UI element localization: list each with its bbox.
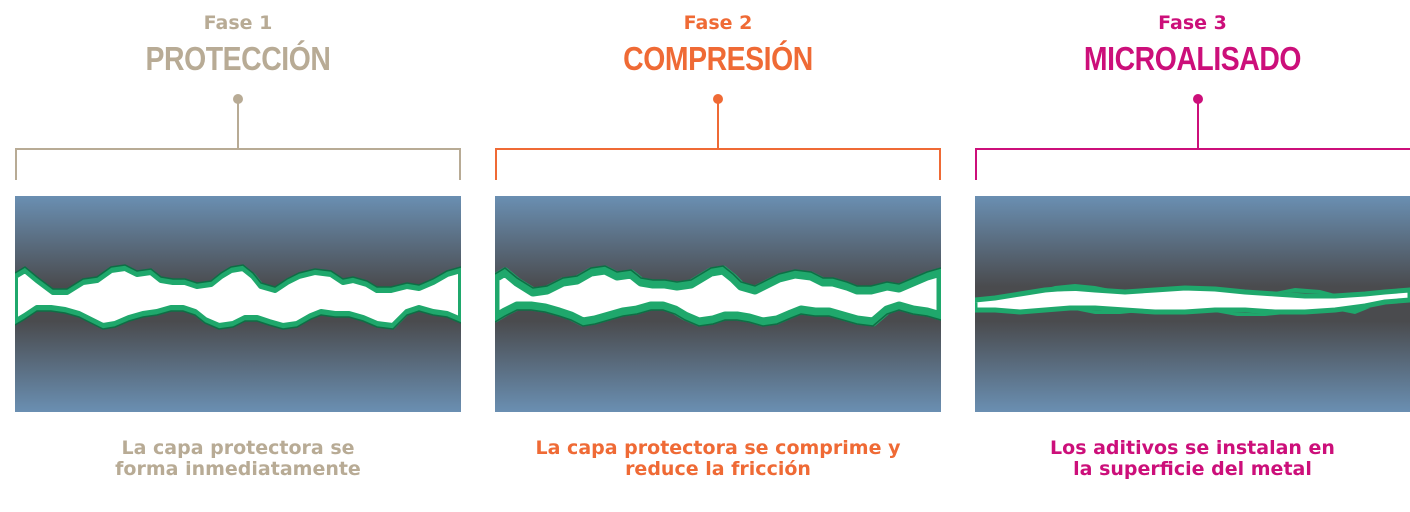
phase-3-caption-line-2: la superficie del metal xyxy=(1073,458,1312,480)
phase-2-gap xyxy=(495,265,941,327)
phase-1-title: PROTECCIÓN xyxy=(145,40,331,77)
phase-3: Fase 3 MICROALISADO Los aditivos se inst… xyxy=(975,0,1410,512)
phase-1-bracket xyxy=(15,94,461,180)
phase-1-gap xyxy=(15,265,461,329)
phase-3-title: MICROALISADO xyxy=(1083,40,1302,77)
phase-3-caption: Los aditivos se instalan en la superfici… xyxy=(975,438,1410,480)
phase-2: Fase 2 COMPRESIÓN La capa protectora se … xyxy=(495,0,941,512)
phase-1-number: Fase 1 xyxy=(203,12,273,34)
phase-2-caption: La capa protectora se comprime y reduce … xyxy=(495,438,941,480)
phase-3-illustration xyxy=(975,196,1410,412)
phase-1: Fase 1 PROTECCIÓN La capa protectora se … xyxy=(15,0,461,512)
phase-1-caption-line-1: La capa protectora se xyxy=(121,437,355,459)
phase-1-caption-line-2: forma inmediatamente xyxy=(115,458,361,480)
phase-1-caption: La capa protectora se forma inmediatamen… xyxy=(15,438,461,480)
phase-3-number: Fase 3 xyxy=(1158,12,1227,34)
phase-2-illustration xyxy=(495,196,941,412)
phase-3-bracket xyxy=(975,94,1410,180)
phase-3-caption-line-1: Los aditivos se instalan en xyxy=(1050,437,1335,459)
phase-2-title: COMPRESIÓN xyxy=(623,40,813,77)
phase-2-caption-line-2: reduce la fricción xyxy=(625,458,811,480)
phase-1-illustration xyxy=(15,196,461,412)
phase-2-number: Fase 2 xyxy=(683,12,753,34)
phase-3-gap xyxy=(975,285,1410,315)
phase-2-caption-line-1: La capa protectora se comprime y xyxy=(535,437,901,459)
phase-2-bracket xyxy=(495,94,941,180)
